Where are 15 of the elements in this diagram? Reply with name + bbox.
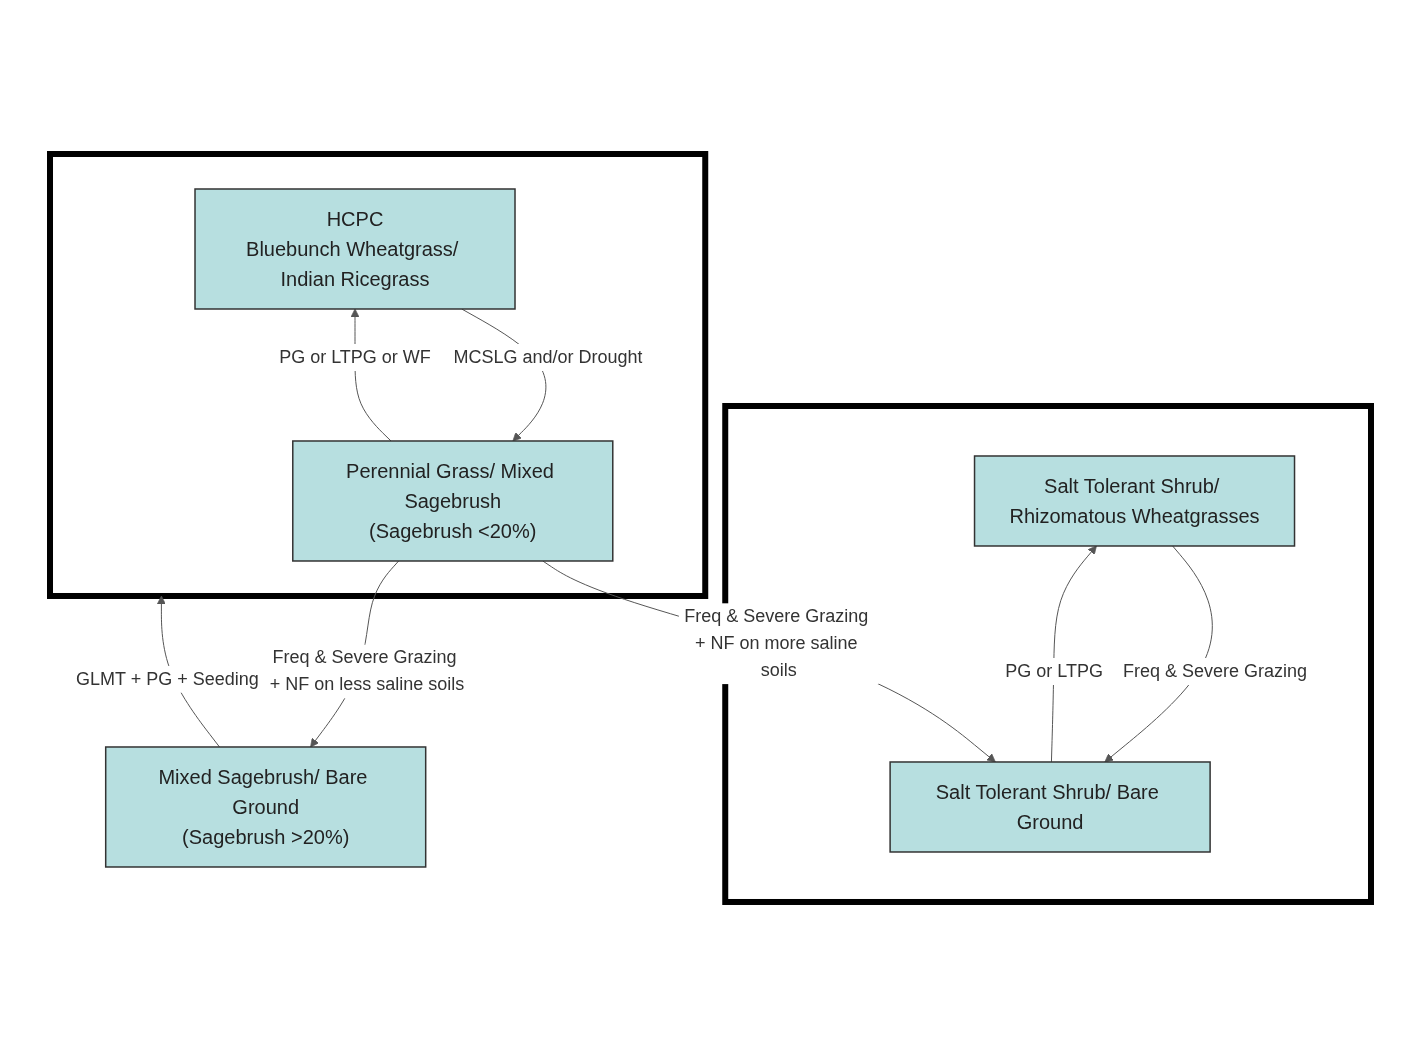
edge-label: Freq & Severe Grazing + NF on less saline soils [269,646,464,694]
edge-label: PG or LTPG or WF [278,346,431,367]
edge-label: GLMT + PG + Seeding [75,668,259,689]
arrow [541,560,996,762]
edge-label: Freq & Severe Grazing [1122,660,1307,681]
node-box: Mixed Sagebrush/ Bare Ground (Sagebrush >20%) [104,745,426,868]
edge-label: PG or LTPG [1004,660,1103,681]
arrow [1103,545,1213,762]
node-box: HCPC Bluebunch Wheatgrass/ Indian Ricegrass [193,187,516,310]
node-box: Salt Tolerant Shrub/ Rhizomatous Wheatgrasses [973,454,1295,547]
cluster [46,150,708,599]
edge-label: MCSLG and/or Drought [452,346,643,367]
edge-label: Freq & Severe Grazing + NF on more saline soils [683,605,868,680]
node-box: Perennial Grass/ Mixed Sagebrush (Sagebrush <20%) [291,439,614,562]
node-box: Salt Tolerant Shrub/ Bare Ground [888,760,1211,853]
